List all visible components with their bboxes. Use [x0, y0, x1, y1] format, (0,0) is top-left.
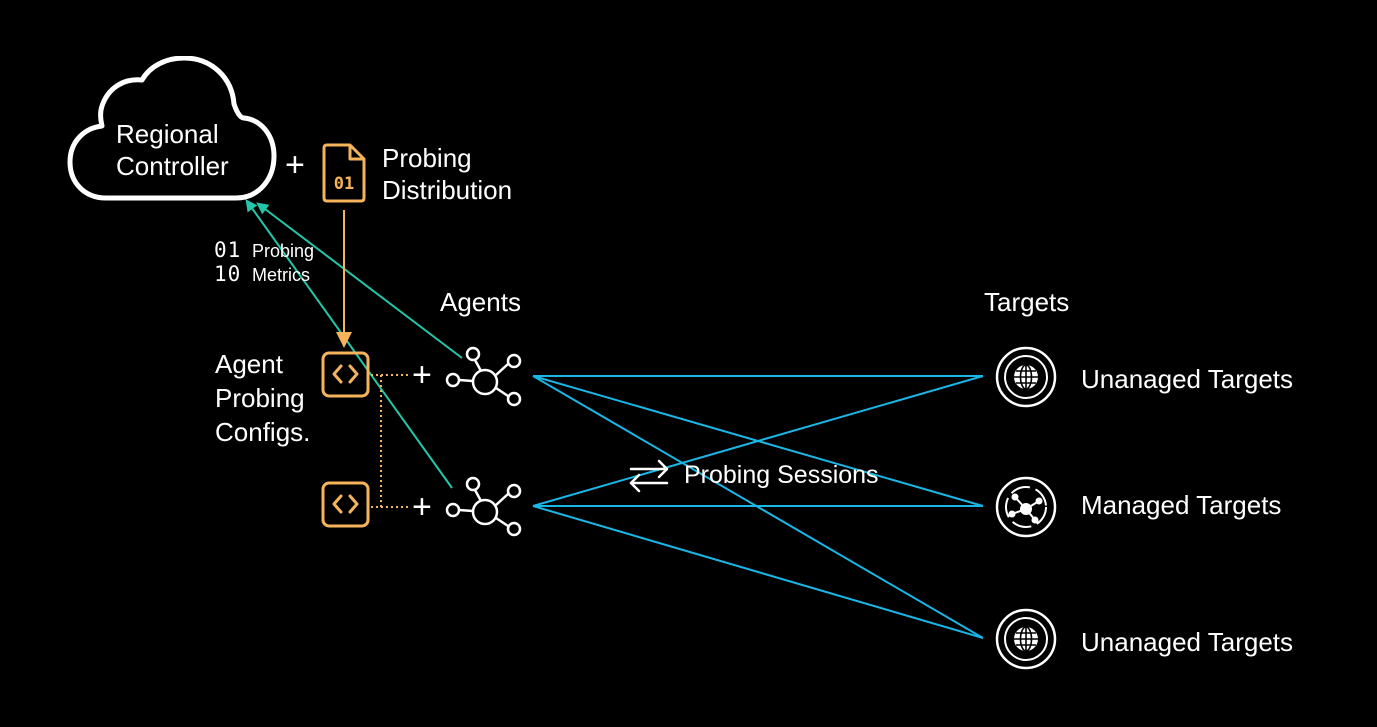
- code-config-icon: [321, 481, 370, 528]
- configs-label-line3: Configs.: [215, 417, 311, 447]
- session-line: [532, 505, 984, 639]
- code-config-icon: [321, 351, 370, 398]
- metrics-line: [256, 202, 463, 359]
- metrics-label-top: Probing: [252, 241, 315, 261]
- metrics-label-bottom: Metrics: [252, 265, 310, 285]
- configs-label-line1: Agent: [215, 349, 283, 379]
- distribution-label-line2: Distribution: [382, 175, 513, 205]
- session-line: [532, 375, 984, 507]
- target-label: Unanaged Targets: [1081, 364, 1294, 394]
- targets-heading: Targets: [984, 287, 1070, 317]
- target-label: Unanaged Targets: [1081, 627, 1294, 657]
- target-label: Managed Targets: [1081, 490, 1282, 520]
- agent-hub-icon: [445, 346, 522, 407]
- globe-icon: [995, 346, 1057, 408]
- probing-session-lines: [532, 375, 984, 639]
- config-dotted-connectors: [371, 374, 408, 508]
- metrics-digits-top: 01: [214, 238, 242, 262]
- swap-arrows-icon: [629, 459, 669, 493]
- plus-sign: +: [412, 488, 432, 526]
- cloud-label-line2: Controller: [116, 151, 229, 181]
- agents-heading: Agents: [440, 287, 521, 317]
- cloud-label-line1: Regional: [116, 119, 219, 149]
- probing-sessions-label: Probing Sessions: [684, 461, 879, 489]
- agent-hub-icon: [445, 476, 522, 537]
- configs-label-line2: Probing: [215, 383, 305, 413]
- plus-sign: +: [412, 356, 432, 394]
- cloud-icon: [67, 56, 277, 201]
- network-globe-icon: [995, 476, 1057, 538]
- globe-icon: [995, 608, 1057, 670]
- svg-text:01: 01: [334, 174, 354, 194]
- plus-sign: +: [285, 146, 305, 184]
- distribution-label-line1: Probing: [382, 143, 472, 173]
- metrics-digits-bottom: 10: [214, 262, 242, 286]
- file-binary-icon: 01: [322, 143, 366, 203]
